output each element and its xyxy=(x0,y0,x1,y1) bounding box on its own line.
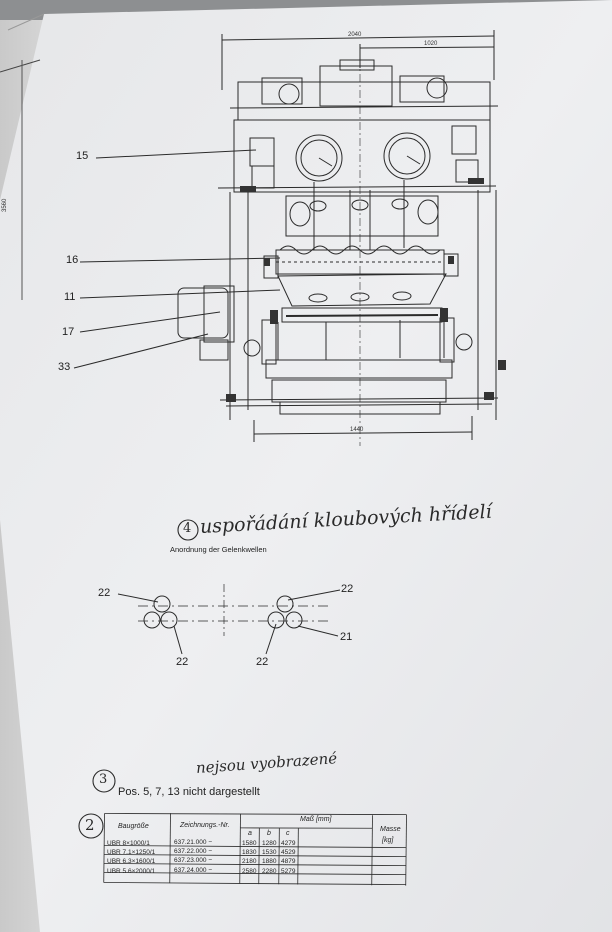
section3-number: 3 xyxy=(99,772,108,787)
label-22-bottom-mid: 22 xyxy=(256,656,269,668)
header-c: c xyxy=(286,830,290,837)
header-mass-unit: [kg] xyxy=(382,837,394,844)
press-drawing xyxy=(73,30,499,446)
row3-c: 4879 xyxy=(281,858,296,865)
callout-11: 11 xyxy=(64,291,76,303)
header-mass: Masse xyxy=(380,826,401,833)
dim-top-overall: 2040 xyxy=(348,32,362,38)
row4-a: 2580 xyxy=(242,868,257,875)
header-drawing-no: Zeichnungs.-Nr. xyxy=(180,822,230,829)
row1-size: UBR 8×1000/1 xyxy=(107,840,150,847)
row4-size: UBR 5.6×2000/1 xyxy=(107,868,156,875)
section4-number: 4 xyxy=(183,521,192,536)
row1-no: 637.21.000 − xyxy=(174,839,213,846)
row1-b: 1280 xyxy=(262,840,277,847)
row2-a: 1830 xyxy=(242,849,257,856)
header-b: b xyxy=(267,830,271,837)
row2-no: 637.22.000 − xyxy=(174,848,213,855)
row4-b: 2280 xyxy=(262,868,277,875)
row1-a: 1580 xyxy=(242,840,257,847)
label-22-top-right: 22 xyxy=(341,583,354,595)
dim-bottom: 1440 xyxy=(350,427,364,433)
row1-c: 4279 xyxy=(281,840,296,847)
row2-c: 4529 xyxy=(281,849,296,856)
header-a: a xyxy=(248,830,252,837)
section2-number: 2 xyxy=(85,816,95,834)
section4-circle xyxy=(177,519,199,541)
section3-circle xyxy=(92,769,116,793)
callout-17: 17 xyxy=(62,326,75,338)
callout-33: 33 xyxy=(58,361,71,373)
section4-title-de: Anordnung der Gelenkwellen xyxy=(170,545,267,554)
callout-16: 16 xyxy=(66,254,79,266)
label-21: 21 xyxy=(340,631,353,643)
drawing-details xyxy=(226,178,506,402)
row2-b: 1530 xyxy=(262,849,277,856)
label-22-bottom-left: 22 xyxy=(176,656,189,668)
section3-text: Pos. 5, 7, 13 nicht dargestellt xyxy=(118,786,260,798)
section2-circle xyxy=(78,813,104,839)
row3-b: 1880 xyxy=(262,858,277,865)
row4-no: 637.24.000 − xyxy=(174,867,213,874)
dimension-table xyxy=(103,813,407,886)
label-22-top-left: 22 xyxy=(98,587,111,599)
row4-c: 5279 xyxy=(281,868,296,875)
header-size: Baugröße xyxy=(118,823,149,830)
row3-no: 637.23.000 − xyxy=(174,857,213,864)
dim-side: 3560 xyxy=(2,198,8,212)
row3-size: UBR 6.3×1600/1 xyxy=(107,858,156,865)
header-dims: Maß [mm] xyxy=(300,816,332,823)
row2-size: UBR 7.1×1250/1 xyxy=(107,849,156,856)
row3-a: 2180 xyxy=(242,858,257,865)
dim-top-half: 1020 xyxy=(424,41,438,47)
callout-15: 15 xyxy=(76,150,89,162)
shaft-arrangement-diagram xyxy=(117,584,341,655)
